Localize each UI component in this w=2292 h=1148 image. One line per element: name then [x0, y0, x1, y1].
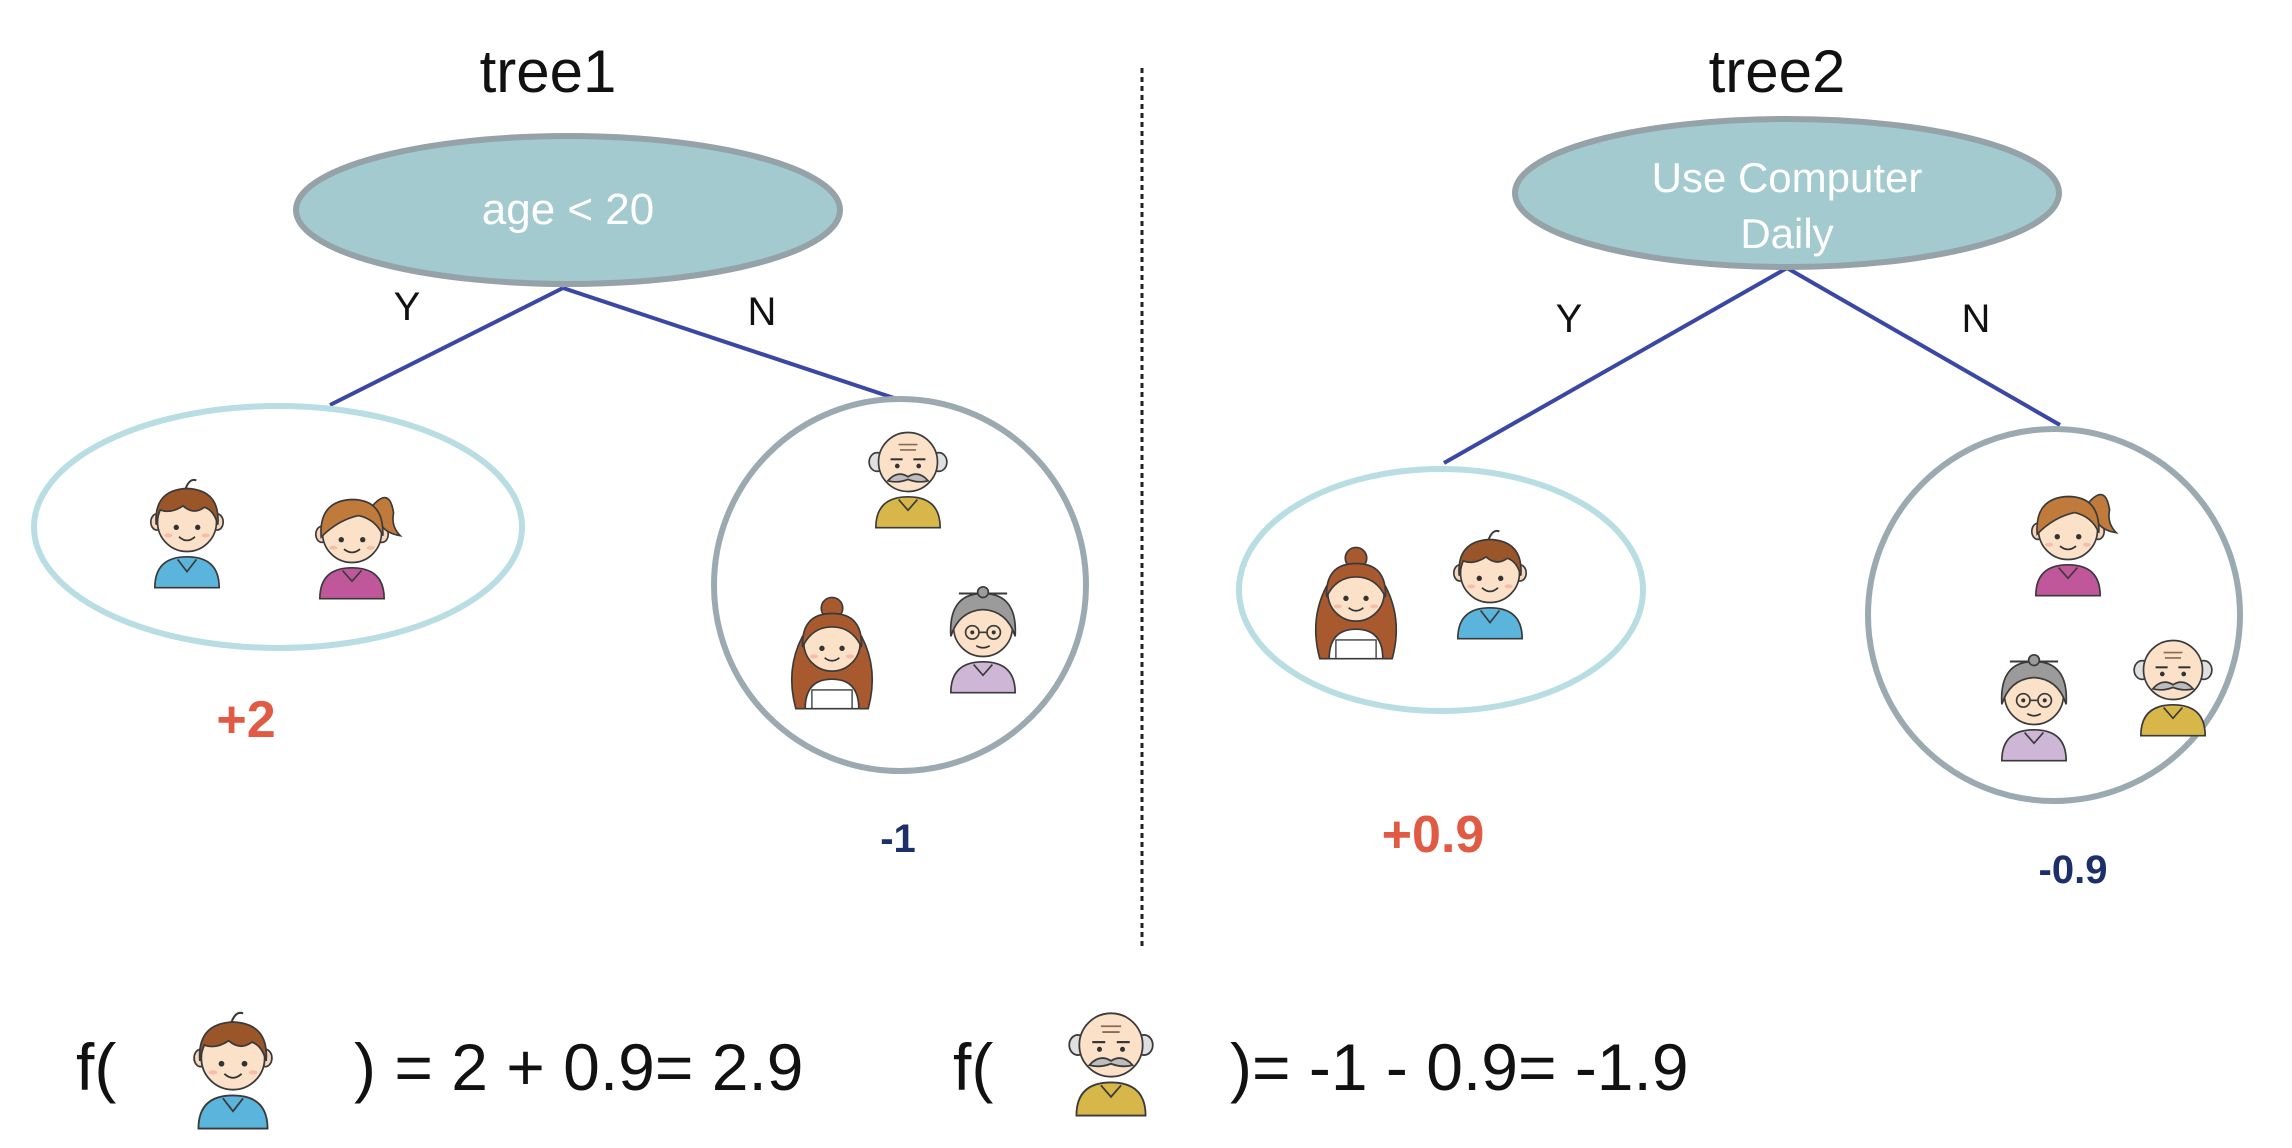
tree1-left-score: +2	[216, 691, 275, 749]
tree1-decision-node	[293, 133, 843, 287]
grandpa-icon	[2133, 639, 2213, 737]
boy-icon	[149, 478, 225, 589]
grandma-icon	[949, 585, 1017, 694]
girl-icon	[314, 496, 402, 600]
formula-grandpa-prefix: f(	[953, 1030, 993, 1104]
tree1-node-label: age < 20	[482, 185, 655, 234]
grandpa-icon	[1068, 1012, 1154, 1117]
tree2-yes-label: Y	[1556, 297, 1583, 341]
tree1-right-leaf	[711, 396, 1089, 774]
tree2-right-leaf	[1865, 426, 2243, 804]
tree2-node-label-line1: Use Computer	[1652, 154, 1923, 201]
formula-boy-prefix: f(	[76, 1030, 116, 1104]
grandma-icon	[2000, 653, 2068, 762]
tree2: tree2 Use Computer Daily Y N +0.9 -0.9	[1236, 38, 2243, 892]
tree1-left-leaf	[31, 403, 525, 651]
tree2-node-label-line2: Daily	[1740, 210, 1833, 257]
tree2-edge-yes	[1443, 266, 1788, 465]
boy-icon	[1452, 529, 1528, 640]
formula-boy-result: ) = 2 + 0.9= 2.9	[354, 1030, 804, 1104]
tree1-right-score: -1	[880, 817, 916, 861]
tree2-title: tree2	[1709, 38, 1846, 105]
tree1-edge-yes	[329, 286, 564, 407]
tree2-left-leaf	[1236, 466, 1646, 714]
formula-grandpa: f( )= -1 - 0.9= -1.9	[953, 1012, 1689, 1117]
tree2-decision-node	[1512, 116, 2062, 270]
tree1-no-label: N	[748, 290, 777, 334]
mother-icon	[1314, 546, 1398, 660]
girl-icon	[2030, 493, 2118, 597]
grandpa-icon	[868, 431, 948, 529]
formula-grandpa-result: )= -1 - 0.9= -1.9	[1230, 1030, 1689, 1104]
tree1-title: tree1	[480, 38, 617, 105]
formula-boy: f( ) = 2 + 0.9= 2.9	[76, 1011, 804, 1130]
tree2-right-score: -0.9	[2039, 848, 2108, 892]
tree1-edge-no	[562, 286, 901, 402]
tree2-left-score: +0.9	[1382, 806, 1485, 864]
tree1-yes-label: Y	[394, 285, 421, 329]
tree1: tree1 age < 20 Y N +2 -1	[31, 38, 1089, 861]
mother-icon	[790, 596, 874, 710]
tree2-edge-no	[1786, 266, 2061, 427]
tree2-no-label: N	[1962, 297, 1991, 341]
boy-icon	[193, 1011, 273, 1130]
